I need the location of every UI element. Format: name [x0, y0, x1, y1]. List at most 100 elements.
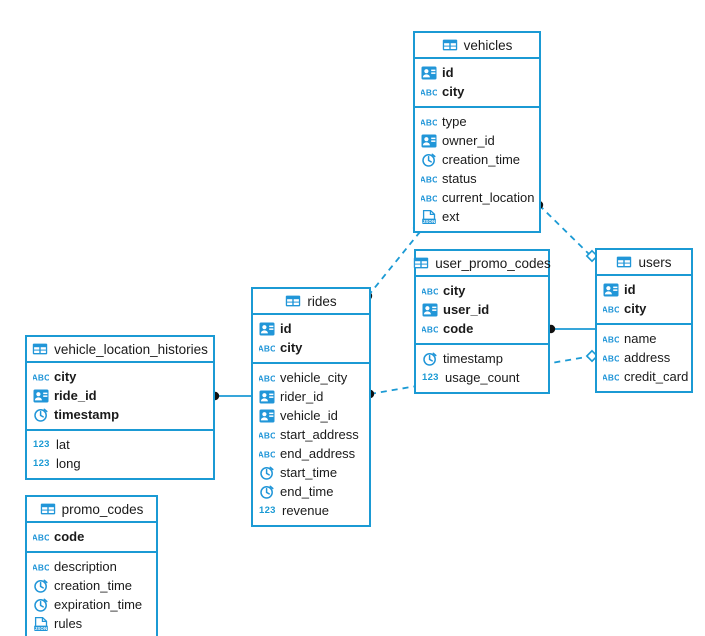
svg-text:ABC: ABC: [422, 324, 438, 334]
abc-icon: ABC: [259, 427, 275, 443]
primary-key-row[interactable]: ride_id: [27, 386, 213, 405]
table-title: promo_codes: [61, 501, 144, 517]
abc-icon: ABC: [603, 369, 619, 385]
column-name: city: [54, 369, 77, 384]
column-row[interactable]: expiration_time: [27, 595, 156, 614]
column-name: start_time: [280, 465, 338, 480]
svg-text:ABC: ABC: [259, 430, 275, 440]
primary-key-row[interactable]: id: [597, 280, 691, 299]
relationship-rel-user_promo_codes-users[interactable]: [546, 324, 595, 334]
column-row[interactable]: ABC end_address: [253, 444, 369, 463]
column-row[interactable]: rider_id: [253, 387, 369, 406]
column-name: owner_id: [442, 133, 495, 148]
json-icon: JSON: [33, 616, 49, 632]
primary-key-row[interactable]: id: [415, 63, 539, 82]
id-card-icon: [421, 65, 437, 81]
column-row[interactable]: JSON rules: [27, 614, 156, 633]
column-name: end_address: [280, 446, 356, 461]
column-name: city: [624, 301, 647, 316]
svg-text:ABC: ABC: [421, 87, 437, 97]
primary-key-row[interactable]: user_id: [416, 300, 548, 319]
svg-text:ABC: ABC: [422, 286, 438, 296]
primary-key-row[interactable]: ABC city: [27, 367, 213, 386]
abc-icon: ABC: [422, 321, 438, 337]
table-header-users[interactable]: users: [597, 250, 691, 276]
primary-key-row[interactable]: id: [253, 319, 369, 338]
abc-icon: ABC: [421, 171, 437, 187]
abc-icon: ABC: [603, 301, 619, 317]
svg-text:JSON: JSON: [35, 625, 48, 630]
table-header-promo_codes[interactable]: promo_codes: [27, 497, 156, 523]
column-name: city: [280, 340, 303, 355]
clock-icon: [33, 578, 49, 594]
column-row[interactable]: ABC start_address: [253, 425, 369, 444]
column-name: creation_time: [442, 152, 521, 167]
number-icon: 123: [422, 372, 439, 383]
primary-key-row[interactable]: ABC city: [597, 299, 691, 318]
column-row[interactable]: timestamp: [416, 349, 548, 368]
svg-text:ABC: ABC: [603, 334, 619, 344]
column-name: rider_id: [280, 389, 324, 404]
column-row[interactable]: creation_time: [415, 150, 539, 169]
id-card-icon: [33, 388, 49, 404]
abc-icon: ABC: [33, 559, 49, 575]
clock-icon: [259, 465, 275, 481]
column-name: rules: [54, 616, 83, 631]
column-name: expiration_time: [54, 597, 143, 612]
column-name: vehicle_city: [280, 370, 348, 385]
svg-text:ABC: ABC: [33, 532, 49, 542]
svg-text:JSON: JSON: [423, 218, 436, 223]
relationship-rel-vehicle_location_histories-rides[interactable]: [210, 391, 251, 401]
column-row[interactable]: owner_id: [415, 131, 539, 150]
abc-icon: ABC: [603, 350, 619, 366]
svg-text:ABC: ABC: [259, 449, 275, 459]
svg-text:ABC: ABC: [33, 562, 49, 572]
table-title: users: [638, 254, 672, 270]
column-name: start_address: [280, 427, 359, 442]
primary-key-row[interactable]: timestamp: [27, 405, 213, 424]
column-row[interactable]: vehicle_id: [253, 406, 369, 425]
svg-text:ABC: ABC: [603, 304, 619, 314]
column-row[interactable]: end_time: [253, 482, 369, 501]
table-header-vehicles[interactable]: vehicles: [415, 33, 539, 59]
abc-icon: ABC: [33, 529, 49, 545]
table-header-rides[interactable]: rides: [253, 289, 369, 315]
table-header-user_promo_codes[interactable]: user_promo_codes: [414, 251, 551, 277]
abc-icon: ABC: [33, 369, 49, 385]
column-row[interactable]: start_time: [253, 463, 369, 482]
table-header-vehicle_location_histories[interactable]: vehicle_location_histories: [27, 337, 213, 363]
column-row[interactable]: creation_time: [27, 576, 156, 595]
table-title: rides: [307, 293, 337, 309]
